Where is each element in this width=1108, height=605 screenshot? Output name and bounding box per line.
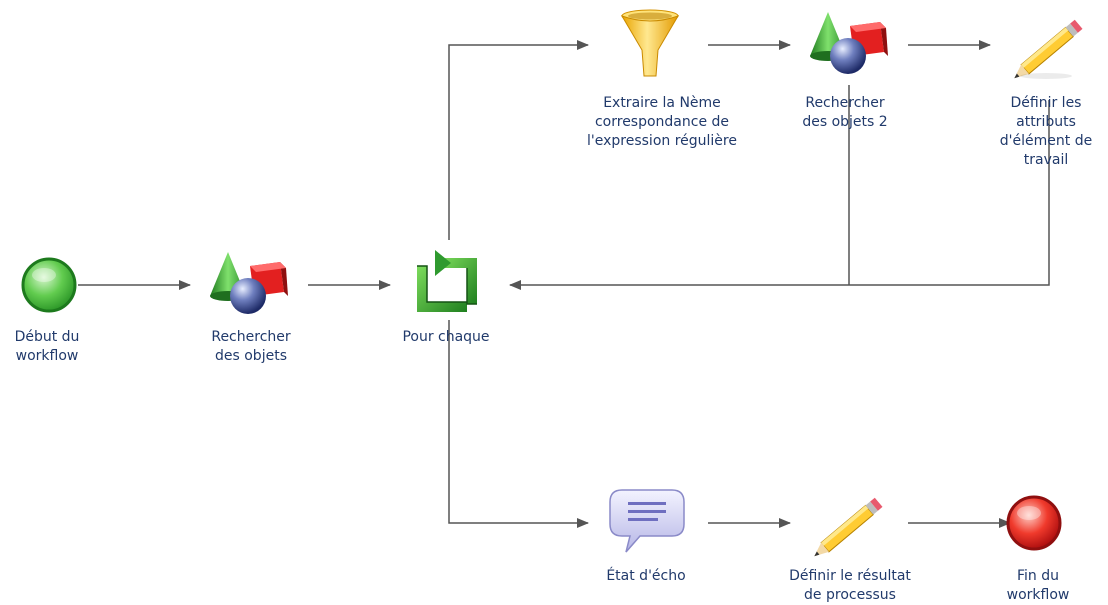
shapes-icon[interactable] [210, 252, 288, 314]
node-label-regex: Extraire la Nème correspondance de l'exp… [587, 95, 737, 149]
node-label-echo: État d'écho [606, 568, 686, 584]
loop-icon[interactable] [417, 250, 477, 312]
funnel-icon[interactable] [620, 9, 680, 77]
connectors [78, 40, 1050, 528]
node-label-end: Fin du workflow [1006, 568, 1070, 603]
node-label-search1: Rechercher des objets [211, 329, 291, 364]
shapes-icon[interactable] [810, 12, 888, 74]
node-label-setattr: Définir les attributs d'élément de trava… [999, 95, 1093, 168]
start-circle-icon[interactable] [21, 257, 77, 313]
speech-bubble-icon[interactable] [609, 489, 685, 553]
node-label-setresult: Définir le résultat de processus [789, 568, 911, 603]
node-label-search2: Rechercher des objets 2 [802, 95, 888, 130]
connector-foreach-regex [448, 40, 589, 240]
connector-foreach-echo [448, 320, 589, 528]
connector-setattr-foreach [509, 100, 1050, 290]
pencil-icon[interactable] [1010, 19, 1083, 83]
end-circle-icon[interactable] [1006, 495, 1062, 551]
pencil-icon[interactable] [810, 497, 883, 561]
node-label-start: Début du workflow [14, 329, 80, 364]
node-label-foreach: Pour chaque [402, 329, 490, 345]
